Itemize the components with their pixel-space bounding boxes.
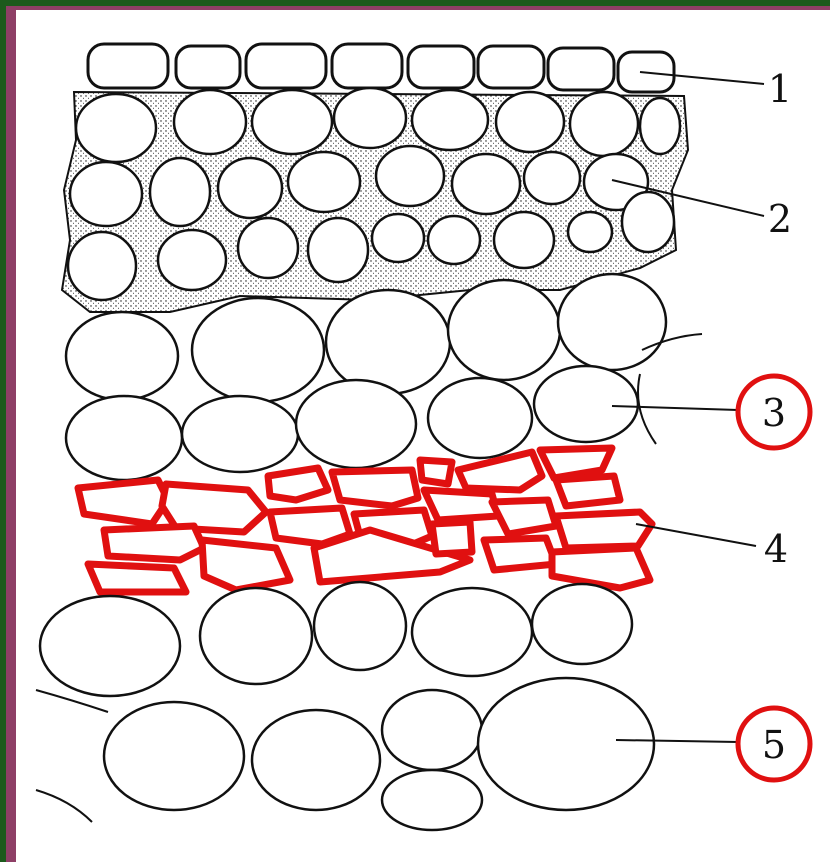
label-5: 5 bbox=[762, 723, 786, 767]
label-1: 1 bbox=[768, 67, 792, 111]
label-3: 3 bbox=[762, 391, 786, 435]
label-4: 4 bbox=[764, 527, 788, 571]
label-2: 2 bbox=[768, 197, 792, 241]
